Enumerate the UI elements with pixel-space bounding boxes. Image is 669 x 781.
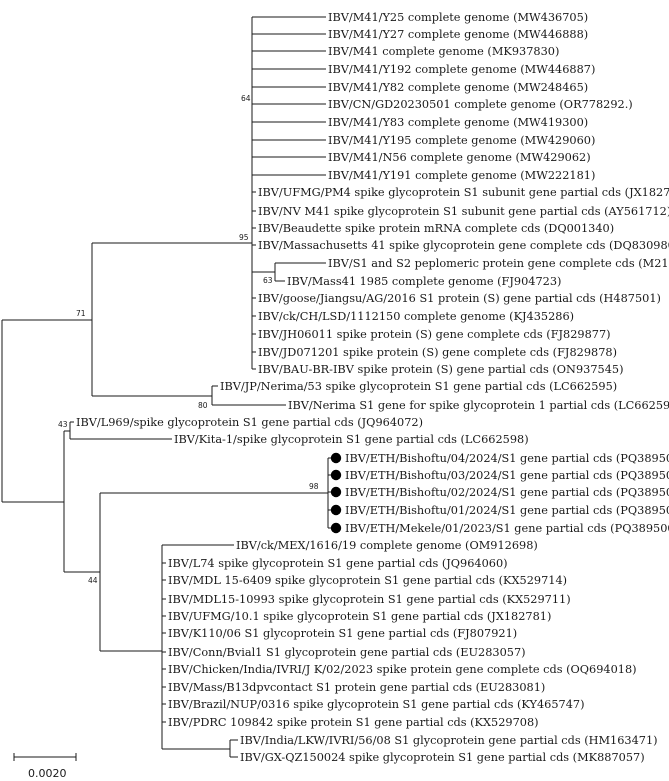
scale-bar: 0.0020 bbox=[13, 753, 77, 780]
study-sample-marker bbox=[330, 522, 342, 534]
bootstrap-value: 63 bbox=[263, 276, 273, 285]
bootstrap-value: 64 bbox=[241, 94, 251, 103]
taxon-label: IBV/Nerima S1 gene for spike glycoprotei… bbox=[288, 399, 669, 412]
taxon-label: IBV/UFMG/PM4 spike glycoprotein S1 subun… bbox=[258, 186, 669, 199]
taxon-label: IBV/GX-QZ150024 spike glycoprotein S1 ge… bbox=[240, 751, 645, 764]
taxon-label: IBV/goose/Jiangsu/AG/2016 S1 protein (S)… bbox=[258, 292, 661, 305]
taxon-label: IBV/JP/Nerima/53 spike glycoprotein S1 g… bbox=[220, 380, 617, 393]
taxon-label: IBV/Beaudette spike protein mRNA complet… bbox=[258, 222, 614, 235]
taxon-label: IBV/ETH/Mekele/01/2023/S1 gene partial c… bbox=[345, 522, 669, 535]
taxon-label: IBV/Brazil/NUP/0316 spike glycoprotein S… bbox=[168, 698, 584, 711]
bootstrap-value: 44 bbox=[88, 576, 98, 585]
taxon-label: IBV/ETH/Bishoftu/03/2024/S1 gene partial… bbox=[345, 469, 669, 482]
tree-labels: IBV/M41/Y25 complete genome (MW436705) IB… bbox=[76, 11, 669, 764]
taxon-label: IBV/L74 spike glycoprotein S1 gene parti… bbox=[168, 557, 508, 570]
taxon-label: IBV/MDL15-10993 spike glycoprotein S1 ge… bbox=[168, 593, 571, 606]
taxon-label: IBV/L969/spike glycoprotein S1 gene part… bbox=[76, 416, 423, 429]
study-sample-marker bbox=[330, 452, 342, 464]
taxon-label: IBV/Mass41 1985 complete genome (FJ90472… bbox=[287, 275, 561, 288]
taxon-label: IBV/ETH/Bishoftu/02/2024/S1 gene partial… bbox=[345, 486, 669, 499]
taxon-label: IBV/M41/Y191 complete genome (MW222181) bbox=[328, 169, 595, 182]
bootstrap-value: 95 bbox=[239, 233, 249, 242]
taxon-label: IBV/BAU-BR-IBV spike protein (S) gene pa… bbox=[258, 363, 623, 376]
taxon-label: IBV/ck/MEX/1616/19 complete genome (OM91… bbox=[236, 539, 538, 552]
taxon-label: IBV/MDL 15-6409 spike glycoprotein S1 ge… bbox=[168, 574, 567, 587]
taxon-label: IBV/UFMG/10.1 spike glycoprotein S1 gene… bbox=[168, 610, 551, 623]
taxon-label: IBV/M41/Y83 complete genome (MW419300) bbox=[328, 116, 588, 129]
taxon-label: IBV/M41/Y25 complete genome (MW436705) bbox=[328, 11, 588, 24]
taxon-label: IBV/CN/GD20230501 complete genome (OR778… bbox=[328, 98, 633, 111]
taxon-label: IBV/ETH/Bishoftu/04/2024/S1 gene partial… bbox=[345, 452, 669, 465]
bootstrap-value: 80 bbox=[198, 401, 208, 410]
taxon-label: IBV/Massachusetts 41 spike glycoprotein … bbox=[258, 239, 669, 252]
taxon-label: IBV/K110/06 S1 glycoprotein S1 gene part… bbox=[168, 627, 517, 640]
taxon-label: IBV/ck/CH/LSD/1112150 complete genome (K… bbox=[258, 310, 574, 323]
taxon-label: IBV/M41/N56 complete genome (MW429062) bbox=[328, 151, 591, 164]
taxon-label: IBV/Kita-1/spike glycoprotein S1 gene pa… bbox=[174, 433, 529, 446]
bootstrap-value: 71 bbox=[76, 309, 86, 318]
taxon-label: IBV/ETH/Bishoftu/01/2024/S1 gene partial… bbox=[345, 504, 669, 517]
bootstrap-value: 43 bbox=[58, 420, 68, 429]
taxon-label: IBV/India/LKW/IVRI/56/08 S1 glycoprotein… bbox=[240, 734, 658, 747]
bootstrap-values: 64 95 63 71 80 43 98 44 bbox=[58, 94, 319, 585]
taxon-label: IBV/Mass/B13dpvcontact S1 protein gene p… bbox=[168, 681, 545, 694]
taxon-label: IBV/Chicken/India/IVRI/J K/02/2023 spike… bbox=[168, 663, 637, 676]
taxon-label: IBV/M41/Y195 complete genome (MW429060) bbox=[328, 134, 595, 147]
taxon-label: IBV/M41 complete genome (MK937830) bbox=[328, 45, 559, 58]
taxon-label: IBV/JD071201 spike protein (S) gene comp… bbox=[258, 346, 617, 359]
study-sample-marker bbox=[330, 504, 342, 516]
taxon-label: IBV/JH06011 spike protein (S) gene compl… bbox=[258, 328, 611, 341]
scale-bar-label: 0.0020 bbox=[28, 767, 67, 780]
study-sample-marker bbox=[330, 469, 342, 481]
taxon-label: IBV/M41/Y192 complete genome (MW446887) bbox=[328, 63, 595, 76]
taxon-label: IBV/M41/Y27 complete genome (MW446888) bbox=[328, 28, 588, 41]
tree-branches bbox=[1, 16, 331, 758]
taxon-label: IBV/M41/Y82 complete genome (MW248465) bbox=[328, 81, 588, 94]
taxon-label: IBV/Conn/Bvial1 S1 glycoprotein gene par… bbox=[168, 646, 526, 659]
bootstrap-value: 98 bbox=[309, 482, 319, 491]
taxon-label: IBV/PDRC 109842 spike protein S1 gene pa… bbox=[168, 716, 539, 729]
taxon-label: IBV/NV M41 spike glycoprotein S1 subunit… bbox=[258, 205, 669, 218]
taxon-label: IBV/S1 and S2 peplomeric protein gene co… bbox=[328, 257, 669, 270]
study-sample-marker bbox=[330, 486, 342, 498]
